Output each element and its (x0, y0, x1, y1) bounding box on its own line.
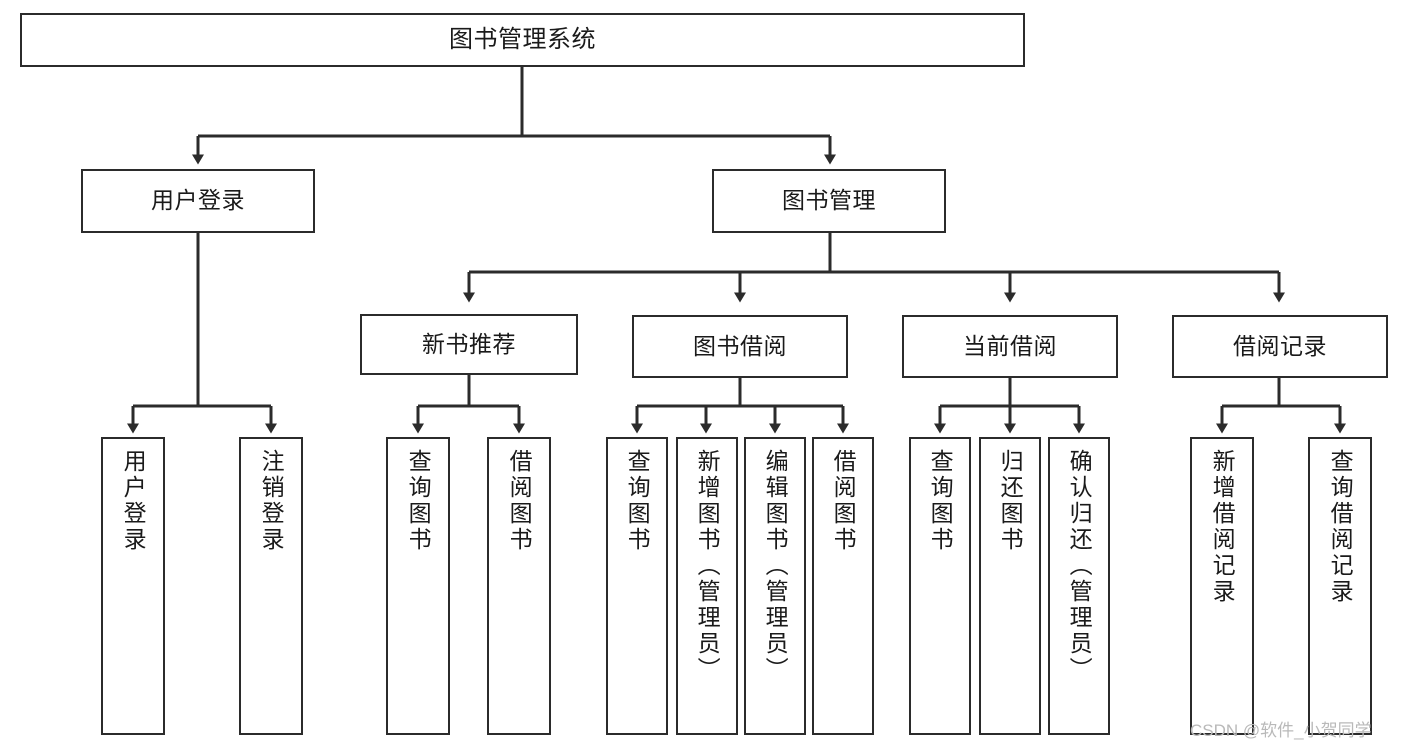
node-label: 用户登录 (151, 187, 245, 214)
leaf-current-borrow-query-book[interactable]: 查询图书 (909, 437, 971, 735)
node-current-borrowing[interactable]: 当前借阅 (902, 315, 1118, 378)
node-label: 用户登录 (120, 449, 147, 553)
leaf-current-borrow-confirm-return-admin[interactable]: 确认归还（管理员） (1048, 437, 1110, 735)
node-label: 查询图书 (927, 449, 954, 553)
node-label: 查询图书 (405, 449, 432, 553)
node-label: 图书管理 (782, 187, 876, 214)
node-label: 图书管理系统 (449, 25, 596, 53)
leaf-current-borrow-return-book[interactable]: 归还图书 (979, 437, 1041, 735)
node-label: 新增图书（管理员） (694, 449, 721, 683)
leaf-user-login-sign-in[interactable]: 用户登录 (101, 437, 165, 735)
node-book-management[interactable]: 图书管理 (712, 169, 946, 233)
leaf-user-login-sign-out[interactable]: 注销登录 (239, 437, 303, 735)
leaf-book-borrow-add-book-admin[interactable]: 新增图书（管理员） (676, 437, 738, 735)
node-label: 注销登录 (258, 449, 285, 553)
node-root-book-management-system[interactable]: 图书管理系统 (20, 13, 1025, 67)
node-label: 新书推荐 (422, 330, 516, 357)
leaf-book-borrow-edit-book-admin[interactable]: 编辑图书（管理员） (744, 437, 806, 735)
leaf-borrow-record-query-record[interactable]: 查询借阅记录 (1308, 437, 1372, 735)
node-label: 归还图书 (997, 449, 1024, 553)
node-label: 借阅记录 (1233, 332, 1327, 359)
leaf-borrow-record-add-record[interactable]: 新增借阅记录 (1190, 437, 1254, 735)
node-label: 当前借阅 (963, 332, 1057, 359)
node-new-book-recommendation[interactable]: 新书推荐 (360, 314, 578, 375)
node-borrowing-records[interactable]: 借阅记录 (1172, 315, 1388, 378)
node-label: 借阅图书 (506, 449, 533, 553)
node-label: 查询图书 (624, 449, 651, 553)
csdn-watermark: CSDN @软件_小贺同学 (1190, 721, 1372, 740)
node-label: 确认归还（管理员） (1066, 449, 1093, 683)
node-label: 查询借阅记录 (1327, 449, 1354, 605)
node-label: 新增借阅记录 (1209, 449, 1236, 605)
node-label: 图书借阅 (693, 332, 787, 359)
leaf-new-book-query-book[interactable]: 查询图书 (386, 437, 450, 735)
leaf-book-borrow-query-book[interactable]: 查询图书 (606, 437, 668, 735)
node-label: 借阅图书 (830, 449, 857, 553)
node-user-login[interactable]: 用户登录 (81, 169, 315, 233)
leaf-book-borrow-borrow-book[interactable]: 借阅图书 (812, 437, 874, 735)
node-label: 编辑图书（管理员） (762, 449, 789, 683)
node-book-borrowing[interactable]: 图书借阅 (632, 315, 848, 378)
leaf-new-book-borrow-book[interactable]: 借阅图书 (487, 437, 551, 735)
